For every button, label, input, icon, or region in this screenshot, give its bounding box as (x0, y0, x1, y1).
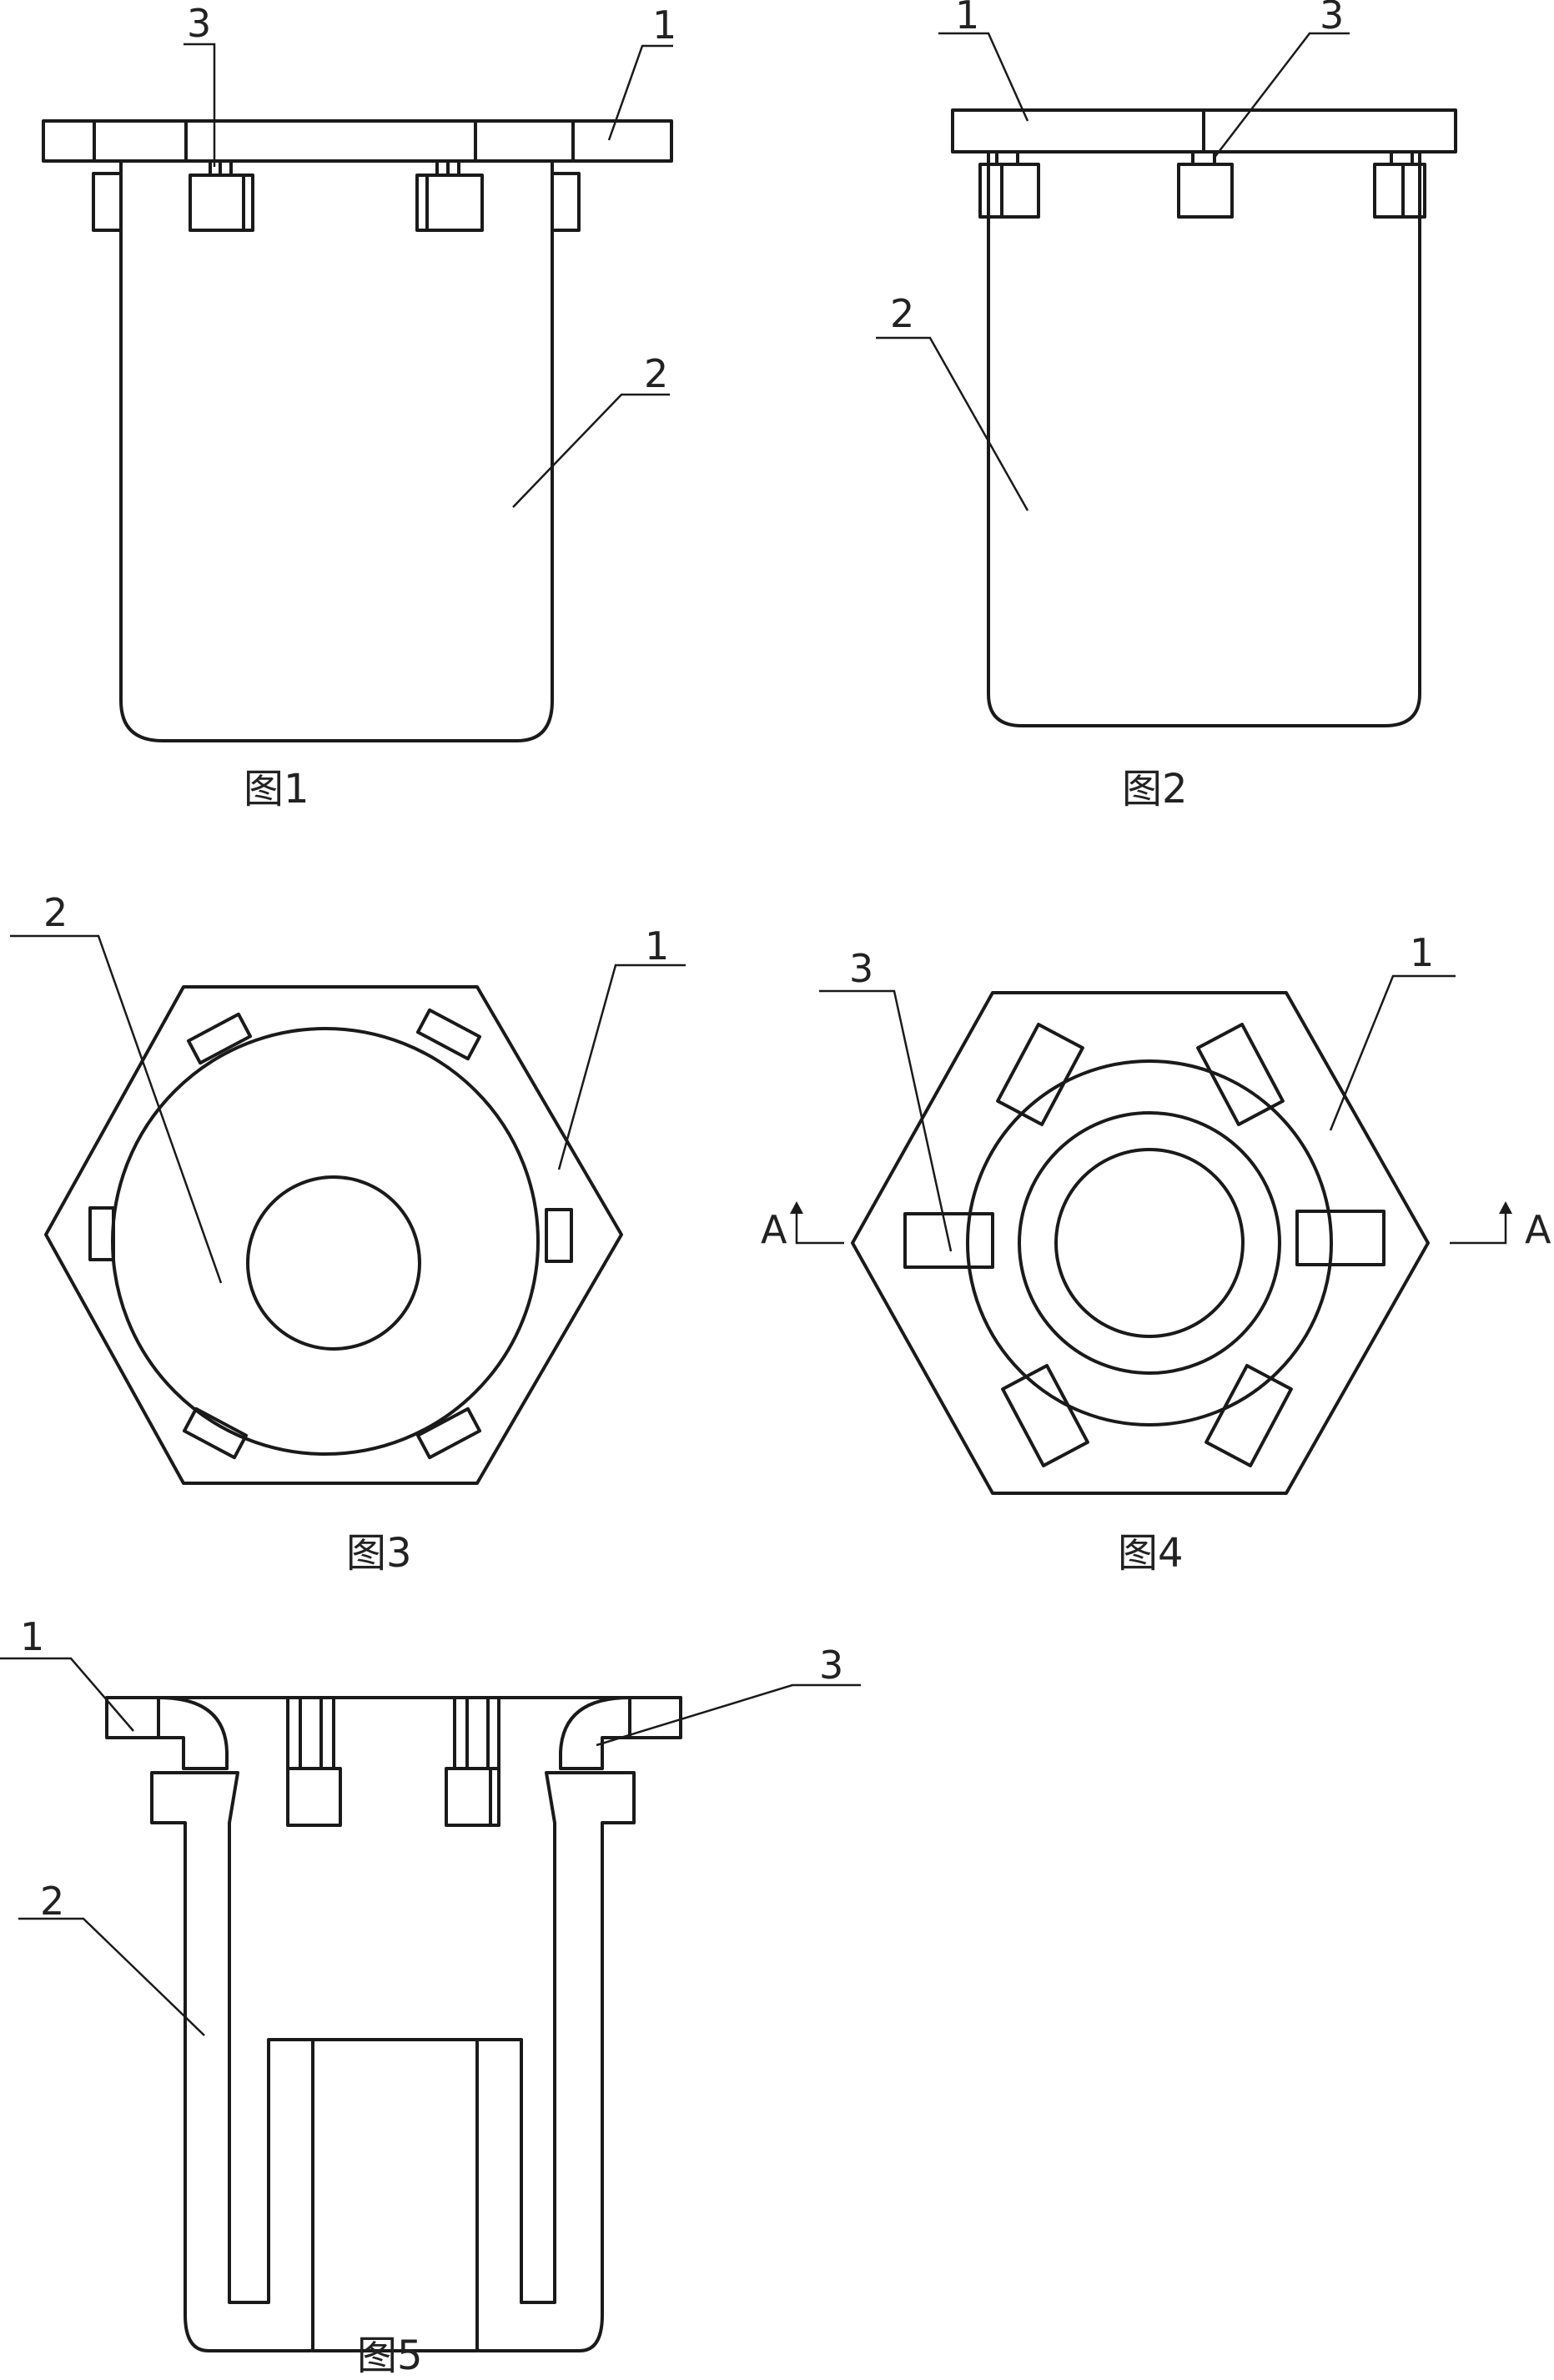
fig4-flange-bore (966, 1059, 1333, 1426)
fig4-section-marker-right: A (1525, 1207, 1551, 1252)
fig4-label-3: 3 (849, 946, 873, 991)
fig4-tab-left (903, 1212, 994, 1269)
fig4-inner-hole (1054, 1148, 1245, 1338)
fig1-label-2: 2 (644, 351, 668, 396)
fig1-tab-right (551, 172, 581, 232)
fig5-cup-wall-section (150, 1771, 314, 2352)
fig1-caption: 图1 (244, 766, 309, 813)
fig3-tab-bottom-left (182, 1406, 249, 1460)
fig3-tab-right (545, 1208, 573, 1263)
fig3-tab-bottom-right (415, 1406, 482, 1460)
fig1-tab-left (92, 172, 123, 232)
fig2-tab-right (1373, 163, 1426, 219)
fig3-label-2: 2 (43, 890, 68, 935)
fig3-tab-top-right (415, 1008, 482, 1061)
fig5-tab-left (286, 1767, 342, 1827)
fig5-label-1: 1 (20, 1614, 44, 1659)
fig1-label-1: 1 (652, 3, 676, 48)
fig3-tab-top-left (186, 1012, 253, 1065)
fig4-tab-top-right (1196, 1023, 1285, 1126)
fig5-flange-left (105, 1696, 160, 1739)
fig4-top-view: A A 3 1 图4 (761, 930, 1551, 1577)
fig4-label-1: 1 (1410, 930, 1434, 975)
fig2-side-view: 1 3 2 图2 (876, 0, 1457, 813)
fig3-tab-left (88, 1206, 115, 1261)
fig1-flange (42, 119, 673, 163)
fig3-label-1: 1 (645, 923, 669, 969)
fig3-cup-outline (111, 1027, 540, 1456)
fig3-inner-hole (246, 1175, 421, 1351)
fig2-bolt-left (995, 150, 1019, 166)
fig5-flange-right (628, 1696, 682, 1739)
fig3-bottom-view: 2 1 图3 (10, 890, 686, 1577)
fig2-label-3: 3 (1320, 0, 1344, 38)
fig4-hex-flange (851, 991, 1430, 1495)
fig2-cup-body (987, 150, 1421, 727)
fig4-tab-bottom-right (1204, 1364, 1293, 1467)
fig5-bolt-left (286, 1696, 335, 1770)
fig4-tab-top-left (996, 1023, 1084, 1126)
fig4-cup-rim (1018, 1111, 1281, 1375)
fig2-label-1: 1 (955, 0, 979, 38)
fig3-hex-flange (44, 985, 623, 1485)
fig5-section-view: 1 3 2 图5 (0, 1614, 861, 2379)
fig5-label-3: 3 (819, 1643, 843, 1688)
fig5-label-2: 2 (40, 1879, 64, 1924)
fig2-label-2: 2 (890, 291, 914, 336)
fig5-bolt-right (453, 1696, 500, 1770)
fig4-caption: 图4 (1118, 1530, 1184, 1577)
fig4-tab-right (1295, 1210, 1386, 1266)
fig2-caption: 图2 (1122, 766, 1188, 813)
fig2-tab-center (1177, 163, 1234, 219)
fig2-bolt-center (1191, 150, 1216, 166)
fig4-tab-bottom-left (1001, 1364, 1089, 1467)
fig2-bolt-right (1390, 150, 1414, 166)
fig1-cup-body (119, 159, 554, 742)
fig1-front-view: 3 1 2 图1 (42, 1, 676, 813)
fig3-caption: 图3 (346, 1530, 412, 1577)
fig1-label-3: 3 (187, 1, 211, 46)
fig5-caption: 图5 (357, 2332, 423, 2376)
fig4-section-marker-left: A (761, 1207, 787, 1252)
